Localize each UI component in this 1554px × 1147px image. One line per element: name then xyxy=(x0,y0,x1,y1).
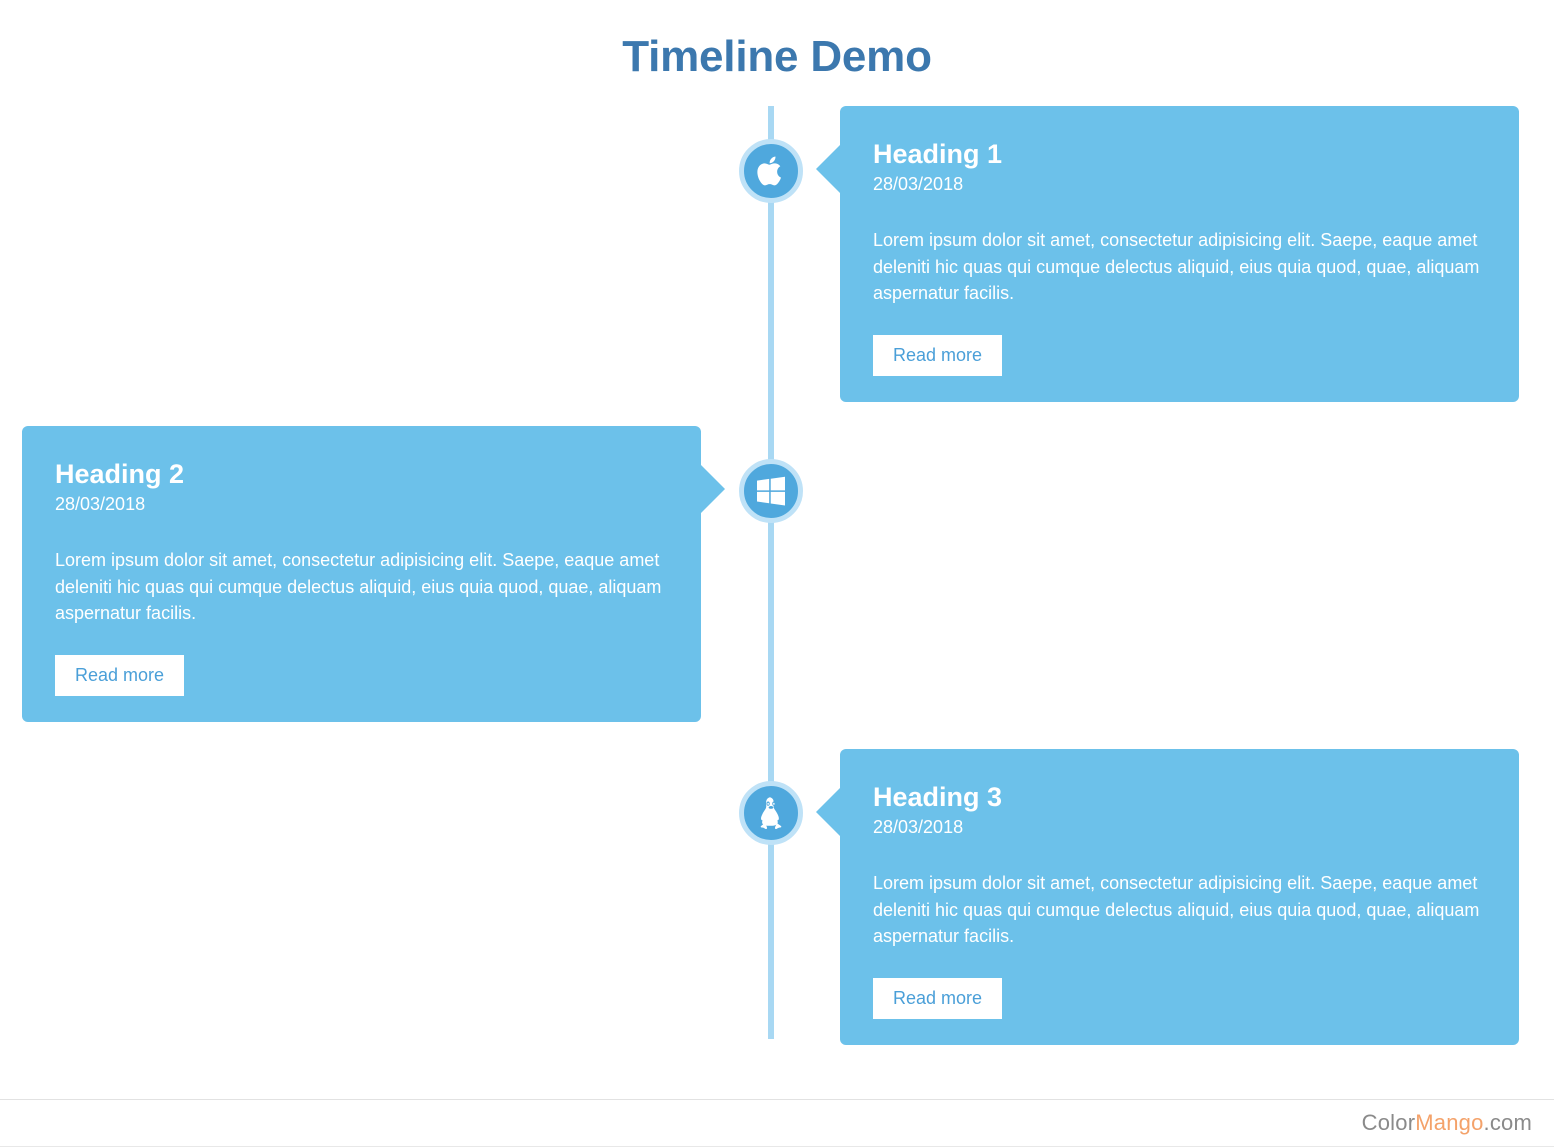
timeline: Heading 1 28/03/2018 Lorem ipsum dolor s… xyxy=(0,106,1554,1046)
card-body-text: Lorem ipsum dolor sit amet, consectetur … xyxy=(873,230,1480,304)
card-heading: Heading 2 xyxy=(55,459,185,490)
card-date: 28/03/2018 xyxy=(873,173,964,194)
card-body-text: Lorem ipsum dolor sit amet, consectetur … xyxy=(55,550,662,624)
windows-icon xyxy=(755,475,787,507)
timeline-card-3: Heading 3 28/03/2018 Lorem ipsum dolor s… xyxy=(816,749,1519,1046)
card-body-text: Lorem ipsum dolor sit amet, consectetur … xyxy=(873,873,1480,947)
timeline-marker-3[interactable] xyxy=(739,781,803,846)
timeline-card-2: Heading 2 28/03/2018 Lorem ipsum dolor s… xyxy=(22,426,725,723)
apple-icon xyxy=(756,154,786,188)
timeline-marker-1[interactable] xyxy=(739,139,803,204)
footer-bar: ColorMango.com xyxy=(0,1099,1554,1147)
card-heading: Heading 1 xyxy=(873,139,1003,170)
read-more-button[interactable]: Read more xyxy=(873,335,1003,377)
page-title: Timeline Demo xyxy=(622,32,932,81)
watermark-prefix: Color xyxy=(1361,1110,1416,1135)
timeline-axis-line xyxy=(768,106,774,1040)
timeline-marker-2[interactable] xyxy=(739,459,803,524)
timeline-card-1: Heading 1 28/03/2018 Lorem ipsum dolor s… xyxy=(816,106,1519,403)
watermark-suffix: .com xyxy=(1483,1110,1532,1135)
watermark-accent: Mango xyxy=(1415,1110,1484,1135)
linux-tux-icon xyxy=(756,796,786,830)
colormango-watermark: ColorMango.com xyxy=(1362,1110,1532,1136)
card-date: 28/03/2018 xyxy=(873,816,964,837)
card-date: 28/03/2018 xyxy=(55,493,146,514)
card-heading: Heading 3 xyxy=(873,782,1003,813)
read-more-button[interactable]: Read more xyxy=(873,978,1003,1020)
read-more-button[interactable]: Read more xyxy=(55,655,185,697)
